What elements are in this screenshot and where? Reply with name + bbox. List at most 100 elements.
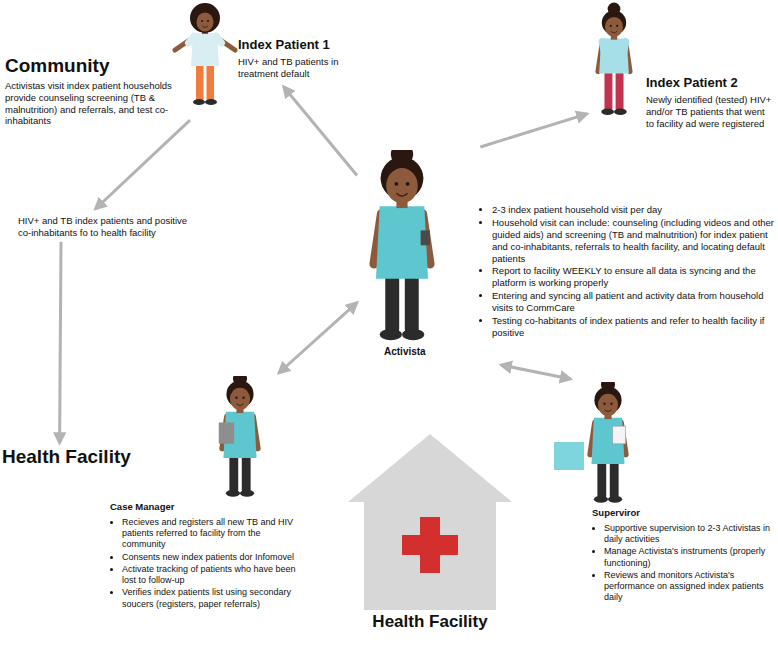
eye [395, 182, 399, 186]
face [386, 168, 418, 203]
eye [201, 20, 203, 22]
face [598, 394, 618, 416]
shoe [614, 109, 627, 115]
shoe [402, 329, 424, 340]
hair-bun [233, 376, 247, 386]
bullet-item: 2-3 index patient household visit per da… [492, 204, 775, 216]
eye [406, 182, 410, 186]
patient-node: Index Patient 2 Newly identified (tested)… [590, 2, 774, 134]
illustration [590, 2, 642, 126]
region-block: CommunityActivistas visit index patient … [5, 55, 187, 127]
bullet-list: Recieves and registers all new TB and HI… [110, 517, 298, 610]
bullet-list: 2-3 index patient household visit per da… [480, 204, 775, 339]
torso [376, 206, 428, 279]
bullet-item: Report to facility WEEKLY to ensure all … [492, 265, 775, 289]
supervisor-figure [590, 382, 625, 503]
bullet-item: Consents new index patients dor Infomove… [122, 552, 298, 563]
shoe [193, 99, 205, 105]
eye [610, 403, 612, 405]
illustration [340, 432, 520, 612]
flow-arrow [284, 87, 357, 176]
face [197, 13, 214, 32]
role-node: SupervirorSupportive supervision to 2-3 … [548, 382, 774, 605]
activista-figure [374, 150, 430, 340]
bullet-item: Reviews and monitors Activista's perform… [604, 570, 774, 604]
mouth [396, 193, 407, 196]
bullet-list: Supportive supervision to 2-3 Activistas… [592, 523, 774, 604]
red-cross [402, 535, 458, 555]
mouth [604, 410, 611, 412]
role-node: Case ManagerRecieves and registers all n… [106, 376, 298, 611]
bullet-item: Verifies index patients list using secon… [122, 587, 298, 610]
hair-bun [601, 382, 615, 392]
case-manager-figure [219, 376, 258, 497]
flow-arrow [95, 120, 190, 209]
flow-arrow [279, 303, 357, 373]
paper [613, 426, 626, 444]
node-description: Activistas visit index patient household… [5, 80, 187, 128]
eye [610, 25, 612, 27]
hair-bun [608, 3, 621, 16]
mouth [611, 31, 617, 33]
node-heading: Superviror [592, 508, 774, 519]
flow-note: HIV+ and TB index patients and positive … [18, 212, 190, 239]
node-description: HIV+ and TB patients in treatment defaul… [238, 56, 352, 80]
leg [207, 64, 215, 101]
bullet-item: Household visit can include: counseling … [492, 217, 775, 265]
node-heading: Activista [384, 346, 426, 358]
sleeve [216, 36, 222, 43]
bullet-item: Entering and syncing all patient and act… [492, 290, 775, 314]
flow-arrow [60, 242, 61, 443]
eye [242, 397, 244, 399]
place-heading: Health Facility [2, 446, 162, 468]
sleeve [623, 42, 626, 57]
house-wall [364, 500, 496, 610]
sleeve [189, 36, 195, 43]
eye [616, 25, 618, 27]
patient-figure [598, 3, 630, 115]
shoe [226, 490, 240, 497]
leg [604, 71, 612, 110]
flow-arrow [501, 365, 570, 379]
shoe [205, 99, 217, 105]
arm [216, 37, 235, 50]
patient-node: Index Patient 1HIV+ and TB patients in t… [172, 2, 352, 84]
node-heading: Health Facility [2, 446, 162, 468]
illustration [172, 2, 238, 108]
bullet-item: Recieves and registers all new TB and HI… [122, 517, 298, 551]
bullet-item: Supportive supervision to 2-3 Activistas… [604, 523, 774, 546]
leg [196, 64, 204, 101]
phone [421, 230, 430, 245]
face [605, 17, 623, 37]
shoe [594, 496, 608, 503]
board-square [554, 442, 584, 470]
arm [175, 37, 194, 50]
shoe [240, 490, 254, 497]
node-description: HIV+ and TB index patients and positive … [18, 215, 190, 239]
sleeve [602, 42, 605, 57]
face [230, 388, 250, 410]
hair-bun [391, 150, 413, 165]
node-heading: Case Manager [110, 502, 298, 513]
eye [207, 20, 209, 22]
bullet-item: Testing co-habitants of index patients a… [492, 315, 775, 339]
node-heading: Index Patient 2 [646, 76, 774, 91]
shoe [380, 329, 402, 340]
house-roof [348, 434, 512, 502]
shoe [608, 496, 622, 503]
node-heading: Community [5, 55, 187, 77]
bullet-item: Activate tracking of patients who have b… [122, 564, 298, 587]
clipboard [219, 422, 234, 443]
node-description: Newly identified (tested) HIV+ and/or TB… [646, 94, 774, 130]
illustration [360, 150, 460, 346]
flow-arrow [480, 114, 587, 147]
leg [616, 71, 624, 110]
node-heading: Health Facility [340, 612, 520, 632]
hair [190, 3, 220, 33]
eye [603, 403, 605, 405]
torso [599, 39, 629, 74]
role-node: Activista 2-3 index patient household vis… [360, 150, 775, 362]
bullet-item: Manage Activista's instruments (properly… [604, 546, 774, 569]
illustration [110, 376, 302, 502]
